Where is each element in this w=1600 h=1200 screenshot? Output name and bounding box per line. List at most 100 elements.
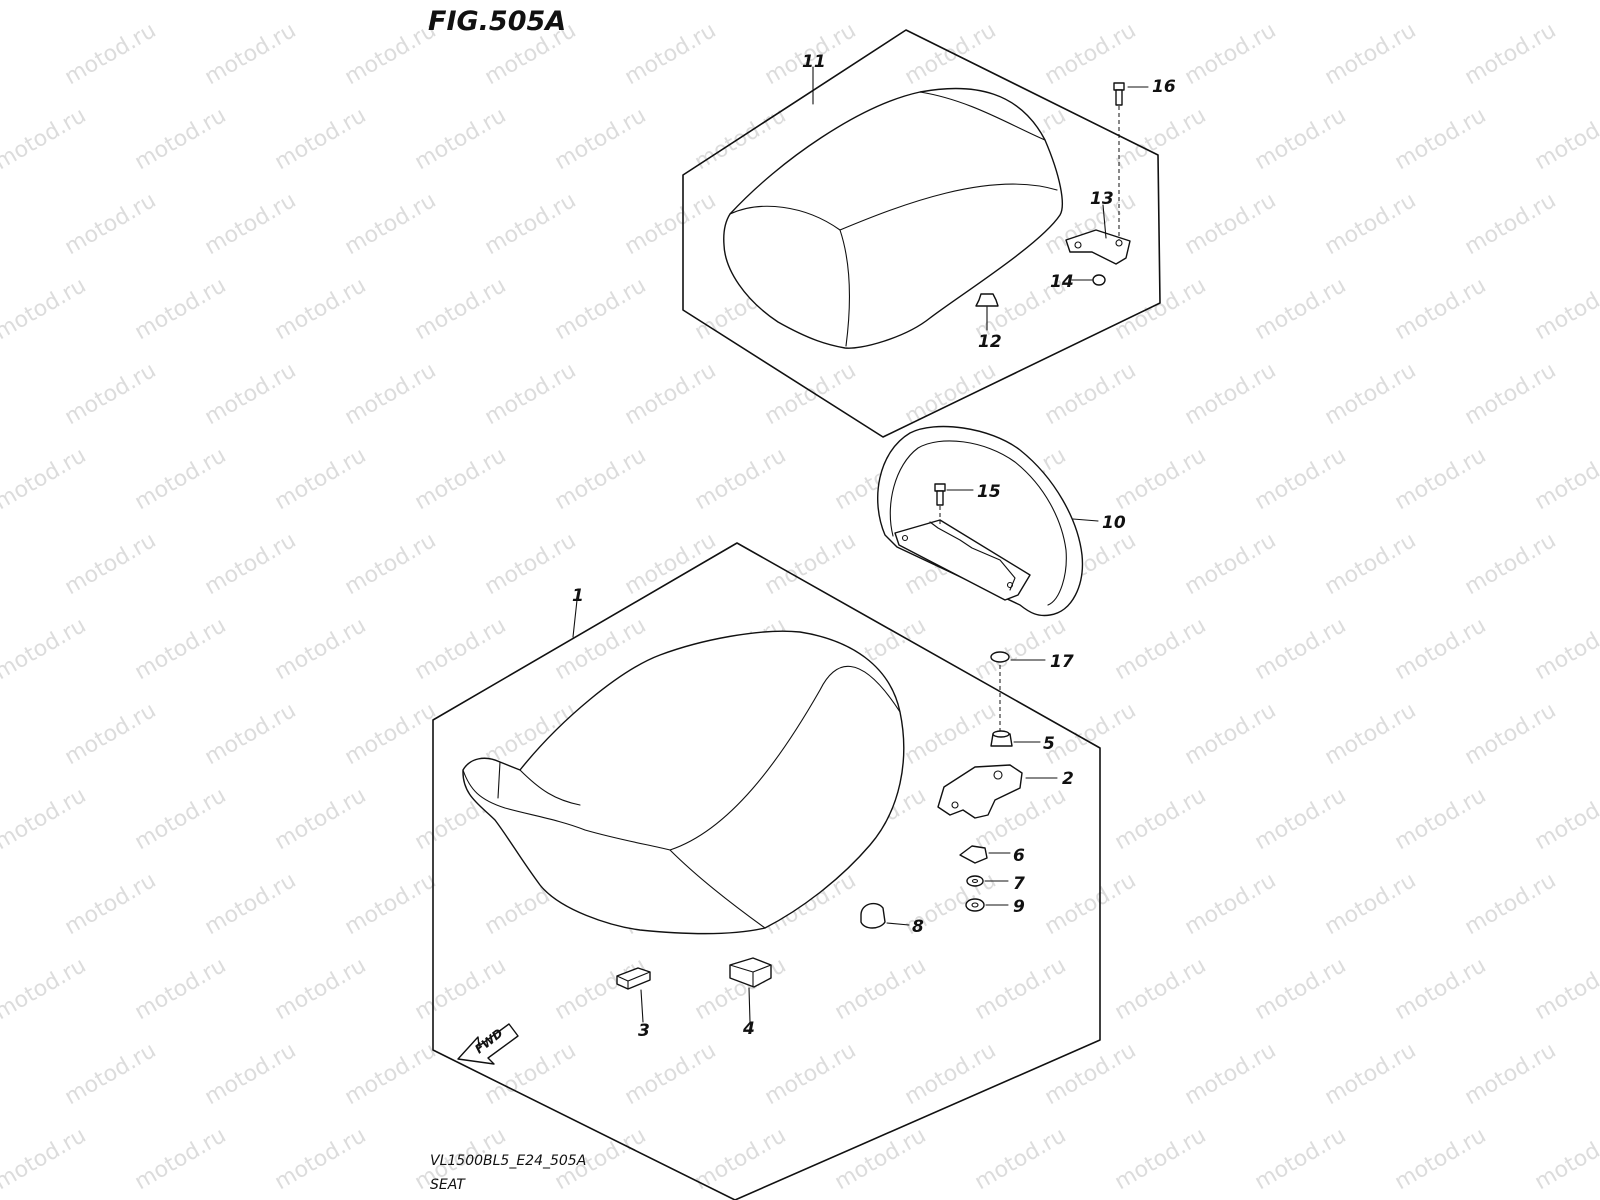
watermark-text: motod.ru — [1181, 18, 1281, 90]
watermark-text: motod.ru — [1111, 0, 1211, 5]
watermark-text: motod.ru — [1391, 1123, 1491, 1195]
callout-9: 9 — [1013, 897, 1025, 917]
watermark-text: motod.ru — [61, 868, 161, 940]
watermark-text: motod.ru — [201, 528, 301, 600]
watermark-text: motod.ru — [0, 443, 90, 515]
watermark-text: motod.ru — [691, 0, 791, 5]
watermark-text: motod.ru — [61, 1038, 161, 1110]
watermark-text: motod.ru — [1251, 783, 1351, 855]
watermark-text: motod.ru — [1251, 273, 1351, 345]
cushion-3-part — [616, 967, 651, 1023]
watermark-text: motod.ru — [481, 528, 581, 600]
nut-9-part — [965, 898, 1009, 912]
washer-7-part — [966, 875, 1009, 887]
watermark-text: motod.ru — [1531, 0, 1600, 5]
watermark-text: motod.ru — [1111, 783, 1211, 855]
watermark-text: motod.ru — [1391, 0, 1491, 5]
watermark-text: motod.ru — [1251, 613, 1351, 685]
watermark-text: motod.ru — [1111, 953, 1211, 1025]
watermark-text: motod.ru — [1041, 698, 1141, 770]
watermark-text: motod.ru — [1251, 0, 1351, 5]
watermark-text: motod.ru — [1461, 188, 1561, 260]
watermark-text: motod.ru — [1461, 528, 1561, 600]
watermark-text: motod.ru — [271, 0, 371, 5]
callout-10: 10 — [1102, 513, 1126, 533]
callout-3: 3 — [638, 1021, 650, 1041]
watermark-text: motod.ru — [1531, 783, 1600, 855]
watermark-text: motod.ru — [1041, 358, 1141, 430]
watermark-text: motod.ru — [1111, 613, 1211, 685]
watermark-text: motod.ru — [1321, 698, 1421, 770]
callout-17: 17 — [1050, 652, 1074, 672]
watermark-text: motod.ru — [1181, 528, 1281, 600]
watermark-text: motod.ru — [551, 273, 651, 345]
watermark-text: motod.ru — [1461, 698, 1561, 770]
callout-16: 16 — [1152, 77, 1176, 97]
watermark-text: motod.ru — [1181, 868, 1281, 940]
watermark-text: motod.ru — [131, 1123, 231, 1195]
watermark-text: motod.ru — [1321, 868, 1421, 940]
front-seat-group — [432, 542, 1101, 1200]
watermark-text: motod.ru — [691, 1123, 791, 1195]
bolt-16-part — [1113, 82, 1125, 240]
watermark-text: motod.ru — [1391, 273, 1491, 345]
watermark-text: motod.ru — [1461, 358, 1561, 430]
watermark-text: motod.ru — [1531, 103, 1600, 175]
watermark-text: motod.ru — [61, 18, 161, 90]
watermark-text: motod.ru — [1041, 868, 1141, 940]
watermark-text: motod.ru — [971, 613, 1071, 685]
callout-12: 12 — [978, 332, 1002, 352]
watermark-text: motod.ru — [411, 103, 511, 175]
front-seat-part — [462, 630, 905, 935]
watermark-text: motod.ru — [551, 953, 651, 1025]
watermark-text: motod.ru — [1391, 783, 1491, 855]
cushion-4-part — [729, 957, 772, 1023]
callout-11: 11 — [802, 52, 826, 72]
watermark-text: motod.ru — [341, 698, 441, 770]
grommet-12-part — [975, 293, 999, 331]
watermark-text: motod.ru — [1251, 443, 1351, 515]
callout-labels: 1 2 3 4 5 6 7 8 9 10 11 12 13 14 15 16 1… — [572, 52, 1176, 1041]
watermark-text: motod.ru — [1251, 103, 1351, 175]
watermark-text: motod.ru — [1531, 1123, 1600, 1195]
watermark-text: motod.ru — [971, 953, 1071, 1025]
fwd-arrow: FWD — [457, 1023, 519, 1065]
watermark-text: motod.ru — [971, 0, 1071, 5]
watermark-text: motod.ru — [411, 273, 511, 345]
watermark-text: motod.ru — [1181, 188, 1281, 260]
watermark-text: motod.ru — [1111, 1123, 1211, 1195]
watermark-text: motod.ru — [131, 0, 231, 5]
rear-seat-group — [682, 29, 1161, 438]
watermark-text: motod.ru — [131, 103, 231, 175]
watermark-text: motod.ru — [761, 1038, 861, 1110]
watermark-text: motod.ru — [131, 613, 231, 685]
watermark-text: motod.ru — [1391, 953, 1491, 1025]
figure-name: SEAT — [430, 1177, 466, 1193]
watermark-text: motod.ru — [1181, 1038, 1281, 1110]
watermark-text: motod.ru — [411, 0, 511, 5]
watermark-text: motod.ru — [1251, 1123, 1351, 1195]
callout-7: 7 — [1013, 874, 1025, 894]
watermark-text: motod.ru — [1321, 1038, 1421, 1110]
watermark-text: motod.ru — [621, 528, 721, 600]
nut-14-part — [1092, 274, 1106, 286]
watermark-text: motod.ru — [341, 868, 441, 940]
cap-nut-8-part — [860, 902, 910, 929]
watermark-text: motod.ru — [1531, 273, 1600, 345]
watermark-text: motod.ru — [1531, 443, 1600, 515]
watermark-text: motod.ru — [691, 103, 791, 175]
watermark-text: motod.ru — [271, 1123, 371, 1195]
watermark-text: motod.ru — [131, 273, 231, 345]
watermark-text: motod.ru — [551, 443, 651, 515]
watermark-text: motod.ru — [201, 698, 301, 770]
watermark-text: motod.ru — [1041, 1038, 1141, 1110]
watermark-text: motod.ru — [1531, 953, 1600, 1025]
watermark-text: motod.ru — [1251, 953, 1351, 1025]
callout-6: 6 — [1013, 846, 1025, 866]
watermark-text: motod.ru — [411, 953, 511, 1025]
watermark-text: motod.ru — [831, 953, 931, 1025]
grommet-5-part — [990, 730, 1041, 747]
watermark-text: motod.ru — [1321, 188, 1421, 260]
watermark-text: motod.ru — [0, 1123, 90, 1195]
